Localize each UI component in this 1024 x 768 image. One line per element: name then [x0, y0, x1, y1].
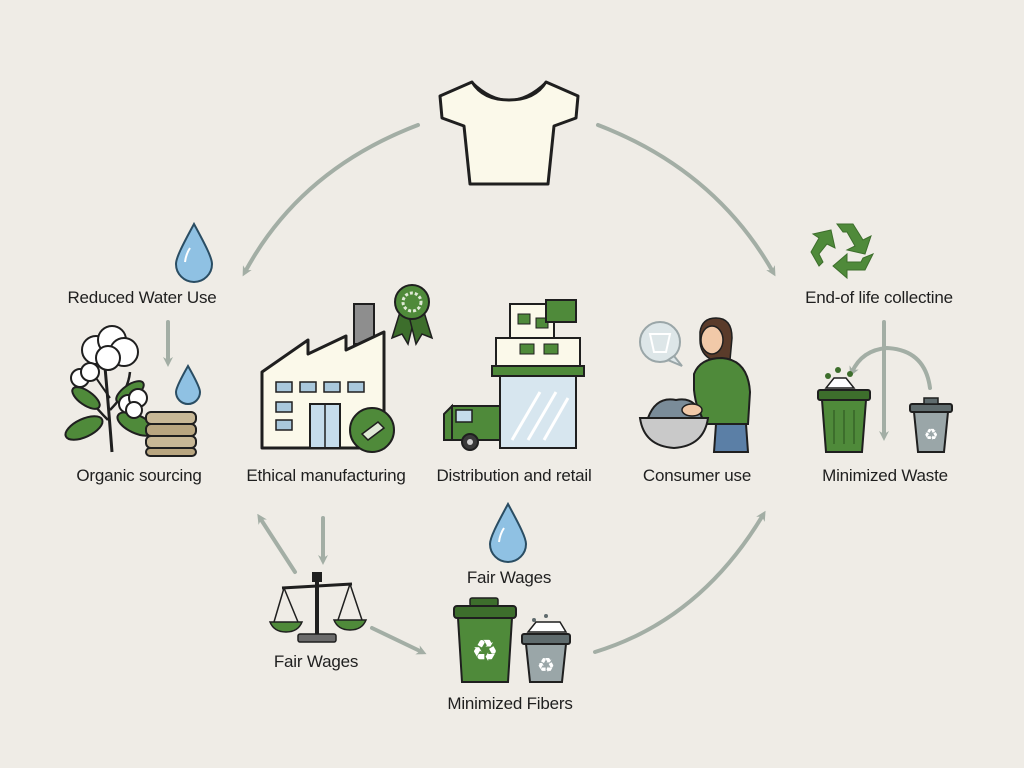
cycle-arrow-bottom-right — [593, 510, 766, 654]
fabric-stack-icon — [145, 411, 197, 457]
balance-scale-icon — [268, 572, 368, 643]
tshirt-icon — [438, 80, 580, 186]
award-badge-icon — [390, 284, 434, 346]
label-distribution-retail: Distribution and retail — [436, 466, 592, 485]
cycle-arrow-top-right — [596, 123, 776, 277]
label-organic-sourcing: Organic sourcing — [76, 466, 202, 485]
svg-text:♻: ♻ — [924, 427, 938, 444]
truck-icon — [443, 403, 501, 451]
label-fair-wages-scale: Fair Wages — [273, 652, 359, 671]
label-minimized-fibers: Minimized Fibers — [447, 694, 573, 713]
arrow-to-scale-up — [257, 513, 297, 574]
store-icon — [491, 299, 585, 449]
recycling-bin-green-icon: ♻ — [453, 597, 517, 683]
label-end-of-life: End-of life collectine — [805, 288, 953, 307]
recycle-icon — [810, 223, 875, 280]
arrow-curve-to-bin — [849, 345, 932, 390]
svg-text:♻: ♻ — [537, 655, 555, 677]
leaf-seal-icon — [349, 407, 395, 453]
water-drop-icon — [488, 501, 528, 563]
label-minimized-waste: Minimized Waste — [822, 466, 948, 485]
speech-bubble-icon — [639, 321, 683, 367]
label-fair-wages-center: Fair Wages — [466, 568, 552, 587]
water-drop-icon — [174, 363, 202, 405]
trash-bin-green-icon — [817, 367, 871, 453]
label-ethical-manufacturing: Ethical manufacturing — [246, 466, 406, 485]
trash-bin-gray-icon: ♻ — [909, 397, 953, 453]
water-drop-icon — [174, 221, 214, 283]
cycle-arrow-top-left — [242, 123, 420, 277]
recycling-bin-gray-icon: ♻ — [521, 614, 571, 683]
arrow-to-fibers — [370, 626, 427, 655]
label-reduced-water-use: Reduced Water Use — [67, 288, 217, 307]
consumer-icon — [638, 317, 752, 453]
label-consumer-use: Consumer use — [642, 466, 752, 485]
cotton-plant-icon — [64, 325, 197, 457]
svg-text:♻: ♻ — [472, 635, 499, 668]
factory-icon — [260, 303, 395, 453]
